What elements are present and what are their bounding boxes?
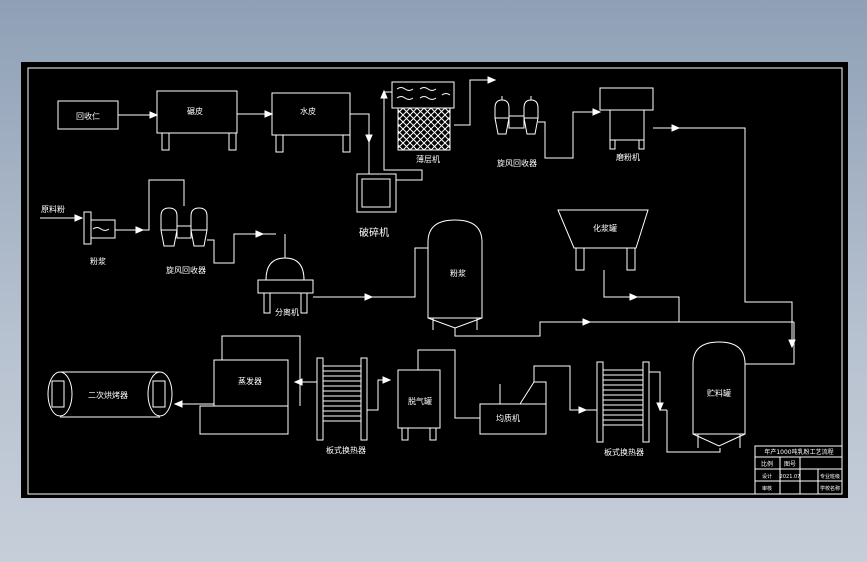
- drawing-border: [27, 67, 843, 495]
- separator-machine: [257, 257, 314, 314]
- separator-machine-label: 分离机: [275, 307, 299, 317]
- storage-tank: [692, 341, 746, 448]
- crusher-label: 破碎机: [359, 226, 389, 239]
- raw-material-label: 原料粉: [41, 204, 65, 214]
- slurry-mixer-label: 粉浆: [90, 256, 106, 266]
- evaporator-label: 蒸发器: [238, 376, 262, 386]
- water-separator-label: 水皮: [300, 106, 316, 116]
- slurry-mixer: [83, 211, 116, 245]
- drawing-sheet: [21, 62, 848, 498]
- grinder-top: [599, 87, 654, 150]
- degasser-tank-label: 脱气罐: [408, 396, 432, 406]
- recovery-bin-label: 回收仁: [76, 111, 100, 121]
- plate-heat-exchanger-1-label: 板式换热器: [326, 445, 366, 455]
- husk-separator-label: 碾皮: [187, 106, 203, 116]
- title-block-drawing-title: 年产1000吨乳粉工艺流程: [764, 448, 833, 456]
- homogenizer: [479, 381, 547, 435]
- secondary-drying-drum: [47, 371, 173, 418]
- grinder-top-label: 磨粉机: [616, 152, 640, 162]
- title-block-row2-a: 审核: [762, 485, 772, 492]
- thin-layer-dryer: [391, 81, 455, 151]
- title-block-header-1: 比例: [761, 460, 773, 468]
- plate-heat-exchanger-2-label: 板式换热器: [604, 447, 644, 457]
- degasser-tank: [397, 349, 480, 441]
- cyclone-recovery-top-label: 旋风回收器: [497, 158, 537, 168]
- cyclone-recovery-middle-label: 旋风回收器: [166, 265, 206, 275]
- thin-layer-dryer-label: 薄层机: [416, 154, 440, 164]
- storage-tank-label: 贮料罐: [707, 388, 731, 398]
- evaporator: [199, 335, 301, 435]
- title-block-row2-c: 学校名称: [820, 485, 840, 492]
- title-block-header-2: 图号: [784, 461, 796, 468]
- main-slurry-tank-label: 粉浆: [450, 268, 466, 278]
- dissolving-hopper: [557, 209, 649, 271]
- dissolving-hopper-label: 化浆罐: [593, 223, 617, 233]
- crusher: [356, 173, 397, 213]
- secondary-drying-drum-label: 二次烘烤器: [88, 390, 128, 400]
- plate-heat-exchanger-1: [316, 357, 368, 441]
- title-block: [754, 445, 843, 495]
- title-block-row1-b: 2021.07: [780, 474, 801, 480]
- title-block-row1-a: 设计: [762, 473, 772, 480]
- homogenizer-label: 均质机: [496, 413, 520, 423]
- plate-heat-exchanger-2: [596, 361, 650, 443]
- title-block-row1-c: 专业班级: [820, 473, 840, 480]
- cyclone-recovery-top: [494, 96, 539, 135]
- cyclone-recovery-middle: [160, 207, 208, 247]
- husk-separator: [156, 90, 238, 151]
